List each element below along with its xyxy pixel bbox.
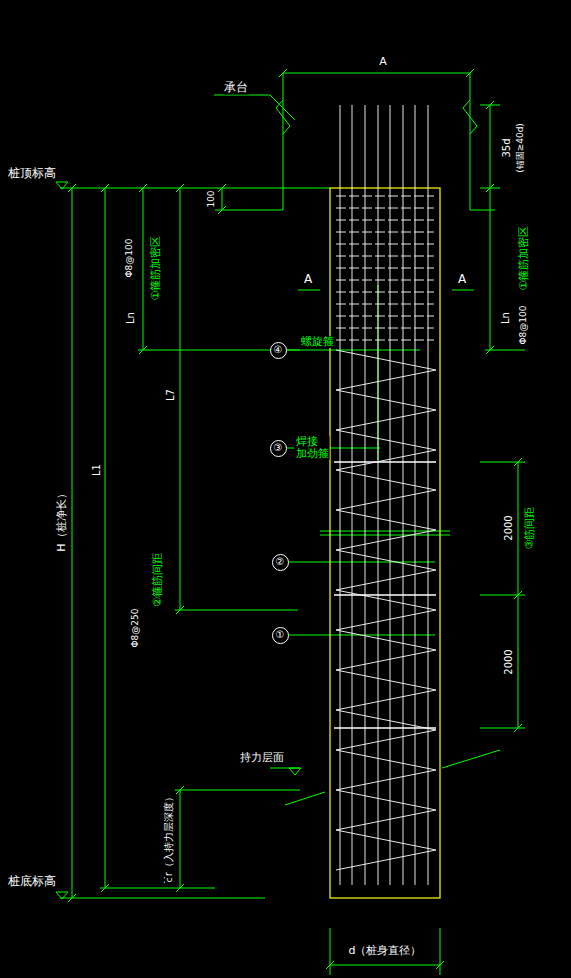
dimension-lines xyxy=(56,69,525,975)
dimension-text: Φ8@100 xyxy=(125,238,135,279)
label-text: d（桩身直径） xyxy=(348,945,423,957)
dense-hoop xyxy=(336,268,434,269)
dimension-text: ②箍筋间距 xyxy=(152,552,164,608)
dense-hoop xyxy=(336,232,434,233)
dense-hoop xyxy=(336,196,434,197)
label-text: A xyxy=(378,56,388,68)
label-text: 焊接 加劲箍 xyxy=(295,436,330,460)
stiffener-ring xyxy=(334,727,436,729)
dense-hoop xyxy=(336,316,434,317)
label-text: A xyxy=(457,273,467,286)
dimension-text: 35d xyxy=(501,137,512,158)
dimension-text: Ln xyxy=(125,311,136,325)
callout-circle: ① xyxy=(272,627,289,644)
dimension-text: Ln xyxy=(500,311,511,325)
longitudinal-bar xyxy=(415,105,416,885)
dimension-text: L1 xyxy=(91,463,102,477)
dense-hoop xyxy=(336,292,434,293)
dimension-text: ①箍筋加密区 xyxy=(518,225,530,292)
callout-number: ④ xyxy=(274,345,283,355)
longitudinal-bar xyxy=(403,105,404,885)
dense-hoop xyxy=(336,244,434,245)
label-text: 螺旋箍 xyxy=(300,336,335,348)
longitudinal-bar xyxy=(378,105,379,885)
pile-outline xyxy=(330,188,440,898)
label-text: 承台 xyxy=(223,81,249,94)
rebar xyxy=(334,105,436,885)
callout-number: ① xyxy=(276,630,285,640)
dimension-text: 2000 xyxy=(503,514,514,541)
callout-number: ③ xyxy=(274,443,283,453)
label-text: 桩底标高 xyxy=(7,875,57,888)
callout-circle: ③ xyxy=(270,440,287,457)
dimension-text: Hr（入持力层深度） xyxy=(163,791,174,885)
label-text: 持力层面 xyxy=(239,752,285,764)
spiral-hoop xyxy=(336,350,436,870)
dimension-text: H（桩净长） xyxy=(56,487,68,552)
dimension-text: Φ8@250 xyxy=(131,608,141,649)
dense-hoop xyxy=(336,220,434,221)
dense-hoop xyxy=(336,340,434,341)
dense-hoop xyxy=(336,208,434,209)
dense-hoop xyxy=(336,280,434,281)
callout-number: ② xyxy=(276,557,285,567)
dense-hoop xyxy=(336,256,434,257)
longitudinal-bar xyxy=(340,105,341,885)
dimension-text: c xyxy=(165,877,175,884)
stiffener-ring xyxy=(334,461,436,463)
stiffener-ring xyxy=(334,594,436,596)
dense-hoop xyxy=(336,304,434,305)
dimension-text: 2000 xyxy=(503,648,514,675)
dimension-text: ③筋间距 xyxy=(524,506,536,551)
dense-hoop xyxy=(336,328,434,329)
longitudinal-bar xyxy=(365,105,366,885)
dimension-text: 100 xyxy=(207,189,217,208)
label-text: 桩顶标高 xyxy=(7,167,57,180)
dimension-text: L7 xyxy=(165,388,176,402)
dimension-text: Φ8@100 xyxy=(519,305,529,346)
callout-circle: ② xyxy=(272,554,289,571)
longitudinal-bar xyxy=(352,105,353,885)
dimension-text: (锚固≥40d) xyxy=(516,122,526,174)
dimension-text: ①箍筋加密区 xyxy=(150,235,162,302)
callout-circle: ④ xyxy=(270,342,287,359)
longitudinal-bar xyxy=(390,105,391,885)
label-text: A xyxy=(303,273,313,286)
